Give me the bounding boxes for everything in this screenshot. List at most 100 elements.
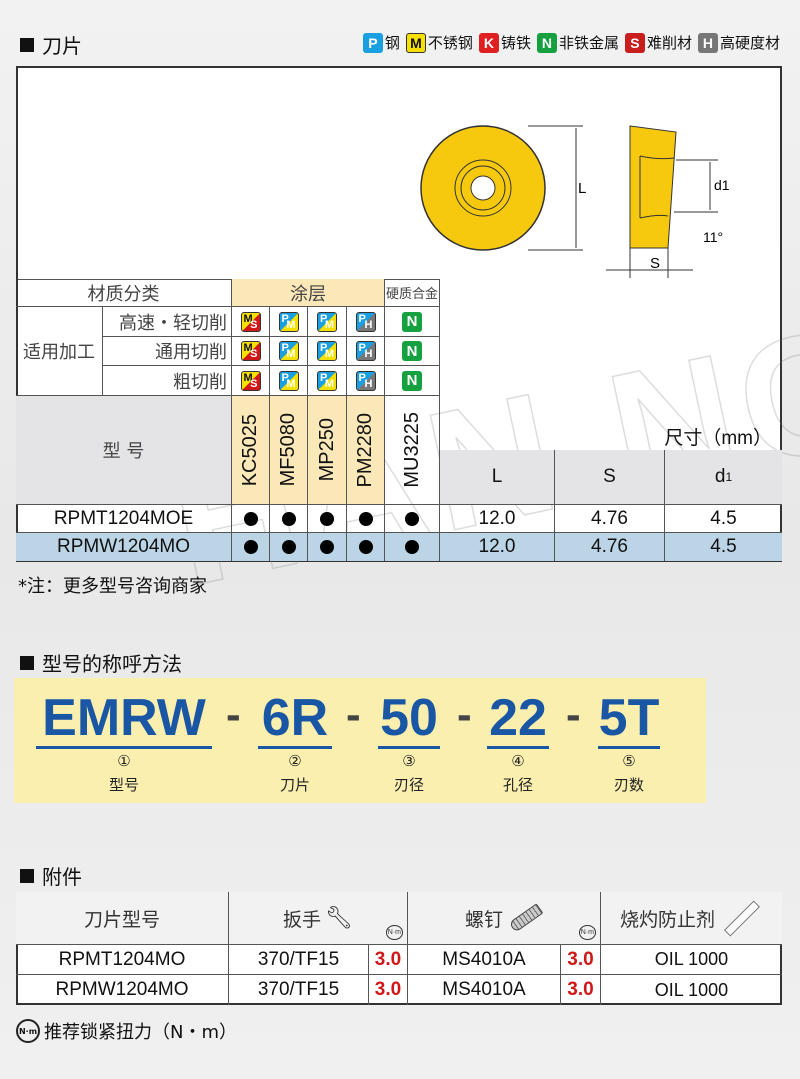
application-0: 高速・轻切削 <box>103 307 232 337</box>
model-code-part: 5T <box>598 689 660 749</box>
acc-row-model: RPMW1204MO <box>16 975 229 1005</box>
header-anti-label: 烧灼防止剂 <box>619 909 715 931</box>
naming-box <box>14 678 706 803</box>
application-2: 粗切削 <box>103 366 232 396</box>
section-title-text: 型号的称呼方法 <box>42 652 182 676</box>
grade-header: KC5025 <box>232 396 270 505</box>
insert-table-box: L d1 11° S HAN.NC 材质分类涂层硬质合金适用加工高速・轻切削MS… <box>16 66 800 623</box>
header-screw-label: 螺钉 <box>464 909 503 931</box>
separator: - <box>457 690 472 739</box>
availability-mark <box>308 505 347 533</box>
svg-text:S: S <box>650 255 660 272</box>
material-icon-cell: N <box>385 366 440 396</box>
header-coating: 涂层 <box>232 279 385 307</box>
grade-label: KC5025 <box>239 413 261 487</box>
grade-label: MP250 <box>315 418 338 482</box>
model-code-part: 6R <box>258 690 332 749</box>
availability-mark <box>347 505 385 533</box>
acc-row-screw-torque: 3.0 <box>561 975 601 1005</box>
acc-row-oil: OIL 1000 <box>654 979 729 1000</box>
separator: - <box>226 690 241 739</box>
available-dot <box>243 540 258 554</box>
material-icon-n: N <box>402 341 422 361</box>
screw-icon <box>508 903 544 933</box>
row-model: RPMW1204MO <box>16 533 232 561</box>
part-number: ⑤ <box>622 752 636 770</box>
available-dot <box>243 511 258 526</box>
legend-label: 非铁金属 <box>558 34 619 52</box>
acc-row-screw: MS4010A <box>408 945 561 975</box>
part-label: 型号 <box>108 776 139 794</box>
insert-drawing: L d1 11° S <box>420 125 730 278</box>
part-number: ③ <box>402 752 416 770</box>
acc-row-wrench: 370/TF15 <box>229 945 369 975</box>
part-number: ④ <box>511 752 525 770</box>
tube-icon <box>723 899 761 937</box>
material-badge-n: N <box>536 32 557 53</box>
legend-label: 不锈钢 <box>427 34 473 52</box>
svg-text:11°: 11° <box>703 229 723 245</box>
dim-header-L: L <box>440 450 555 505</box>
header-wrench-label: 扳手 <box>283 909 322 931</box>
model-code-part: EMRW <box>36 690 212 749</box>
available-dot <box>358 540 373 554</box>
note-text: *注：更多型号咨询商家 <box>18 576 207 597</box>
availability-mark <box>308 533 347 561</box>
legend-label: 高硬度材 <box>719 34 780 52</box>
dim-header-S: S <box>555 450 665 505</box>
wrench-icon: 🔧︎ <box>325 905 353 930</box>
grade-header: MP250 <box>308 396 347 505</box>
availability-mark <box>270 533 308 561</box>
grade-header: MF5080 <box>270 396 308 505</box>
section-title-text: 附件 <box>42 865 82 889</box>
svg-text:L: L <box>578 180 586 197</box>
part-label: 刀片 <box>279 776 310 794</box>
part-label: 刃径 <box>393 776 424 794</box>
section-title-text: 刀片 <box>42 34 82 58</box>
separator: - <box>566 690 581 739</box>
available-dot <box>320 540 334 554</box>
header-insert-model: 刀片型号 <box>16 892 229 945</box>
model-code-part: 22 <box>487 690 549 749</box>
material-badge-m: M <box>405 32 426 53</box>
material-icon-cell: N <box>385 337 440 366</box>
availability-mark <box>385 505 440 533</box>
material-icon-n: N <box>402 370 422 391</box>
grade-header: PM2280 <box>347 396 385 505</box>
part-number: ② <box>288 752 302 770</box>
section-title-accessories: 附件 <box>20 861 82 890</box>
row-L: 12.0 <box>440 505 555 533</box>
available-dot <box>320 511 334 526</box>
legend-label: 铸铁 <box>500 34 531 52</box>
material-badge-h: H <box>697 32 718 53</box>
torque-footer-text: 推荐锁紧扭力（N・m） <box>44 1022 237 1043</box>
torque-icon: N·m <box>16 1019 40 1043</box>
availability-mark <box>347 533 385 561</box>
grade-label: MU3225 <box>400 412 423 488</box>
material-badge-s: S <box>624 32 645 53</box>
svg-text:d1: d1 <box>714 177 730 193</box>
acc-row-oil: OIL 1000 <box>601 945 782 975</box>
available-dot <box>281 511 296 526</box>
part-label: 孔径 <box>502 776 533 794</box>
available-dot <box>358 511 373 526</box>
row-model: RPMT1204MOE <box>16 505 232 533</box>
model-code-part: 50 <box>378 690 440 749</box>
acc-row-wrench: 370/TF15 <box>229 975 369 1005</box>
acc-row-wrench-torque: 3.0 <box>369 975 408 1005</box>
